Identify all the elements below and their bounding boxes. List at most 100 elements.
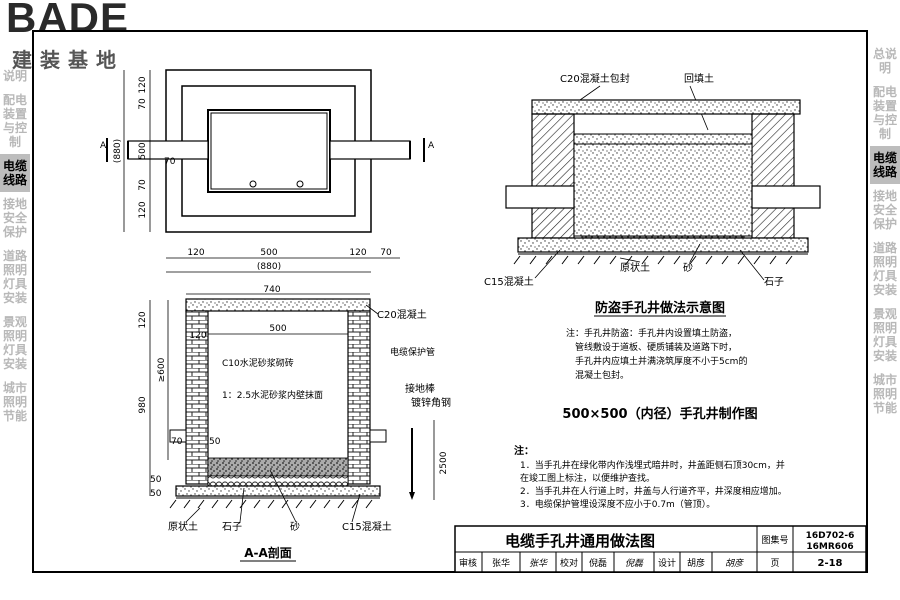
gravel-layer bbox=[207, 475, 349, 487]
dim-text: 980 bbox=[138, 396, 148, 413]
label-c20: C20混凝土 bbox=[377, 308, 427, 321]
atlas-label: 图集号 bbox=[761, 534, 788, 546]
drawing-sheet-border bbox=[32, 30, 868, 573]
dim-text: 120 bbox=[138, 201, 148, 218]
designer-name: 胡彦 bbox=[687, 557, 705, 569]
design-label: 设计 bbox=[658, 557, 676, 569]
plan-cover-inner bbox=[210, 112, 328, 190]
antitheft-pipe-left bbox=[505, 185, 575, 209]
label-sand: 砂 bbox=[290, 520, 300, 533]
reviewer-name: 张华 bbox=[492, 557, 510, 569]
dim-text: 120 bbox=[138, 76, 148, 93]
page-label: 页 bbox=[770, 558, 779, 569]
pipe-dim: 70 bbox=[164, 157, 176, 167]
label-backfill: 回填土 bbox=[684, 72, 714, 85]
label-cap: C20混凝土包封 bbox=[560, 72, 630, 85]
label-brick: C10水泥砂浆砌砖 bbox=[222, 357, 294, 369]
left-category-tabs: 说明配电装置与控制电缆线路接地安全保护道路照明灯具安装景观照明灯具安装城市照明节… bbox=[0, 64, 30, 428]
section-title: A-A剖面 bbox=[244, 545, 292, 560]
note-line: 2．当手孔井在人行道上时，井盖与人行道齐平，井深度相应增加。 bbox=[520, 485, 787, 497]
dim-text: ≥600 bbox=[157, 357, 167, 382]
note-line: 1．当手孔井在绿化带内作浅埋式暗井时，井盖距侧石顶30cm，并 bbox=[520, 459, 785, 471]
antitheft-wall-left bbox=[531, 113, 575, 239]
plan-cover bbox=[207, 109, 331, 193]
antitheft-fill bbox=[573, 143, 753, 237]
category-tab[interactable]: 道路照明灯具安装 bbox=[872, 241, 897, 297]
category-tab[interactable]: 配电装置与控制 bbox=[872, 85, 897, 141]
dim-text: 120 bbox=[187, 248, 204, 258]
label-antitheft-gravel: 石子 bbox=[764, 276, 784, 288]
check-label: 校对 bbox=[560, 557, 578, 569]
dim-total: (880) bbox=[113, 139, 123, 163]
category-tab[interactable]: 电缆线路 bbox=[0, 154, 30, 192]
dim-120: 120 bbox=[189, 331, 206, 341]
label-conduit: 电缆保护管 bbox=[390, 346, 435, 358]
category-tab[interactable]: 城市照明节能 bbox=[872, 373, 897, 415]
dim-total: (880) bbox=[257, 262, 281, 272]
label-antitheft-soil: 原状土 bbox=[620, 261, 650, 274]
notes-block: 注： 1．当手孔井在绿化带内作浅埋式暗井时，井盖距侧石顶30cm，并 在竣工图上… bbox=[514, 444, 787, 510]
section-mark-right: A bbox=[428, 141, 435, 151]
logo-subtitle: 建装基地 bbox=[12, 48, 124, 72]
sand-layer bbox=[207, 457, 349, 477]
category-tab[interactable]: 电缆线路 bbox=[870, 146, 900, 184]
dim-text: 70 bbox=[138, 98, 148, 110]
dim-2500: 2500 bbox=[439, 451, 449, 474]
notes-heading: 注： bbox=[514, 444, 534, 457]
antitheft-cap bbox=[531, 99, 801, 115]
dim-text: 120 bbox=[349, 248, 366, 258]
title-block: 电缆手孔井通用做法图 图集号 16D702-6 16MR606 审核 张华 张华… bbox=[454, 525, 867, 573]
logo-brand: BADE bbox=[6, 0, 130, 41]
category-tab[interactable]: 城市照明节能 bbox=[2, 381, 27, 423]
right-category-tabs: 总说明配电装置与控制电缆线路接地安全保护道路照明灯具安装景观照明灯具安装城市照明… bbox=[870, 42, 900, 420]
atlas-number-1: 16D702-6 bbox=[806, 531, 855, 541]
category-tab[interactable]: 景观照明灯具安装 bbox=[2, 315, 27, 371]
c20-slab bbox=[185, 298, 371, 312]
section-view: 740 500 120 120 ≥600 980 70 50 50 50 C20… bbox=[138, 285, 451, 562]
label-ground-rod2: 镀锌角钢 bbox=[411, 396, 451, 409]
dim-text: 500 bbox=[138, 142, 148, 159]
brand-logo: BADE 建装基地 bbox=[4, 0, 154, 74]
antitheft-note-line: 管线敷设于道板、硬质铺装及道路下时， bbox=[575, 341, 737, 353]
dim-70: 70 bbox=[171, 437, 183, 447]
cover-lift-hole bbox=[249, 180, 257, 188]
dim-text: 70 bbox=[380, 248, 392, 258]
conduit-left bbox=[169, 429, 187, 443]
category-tab[interactable]: 接地安全保护 bbox=[2, 197, 27, 239]
label-soil: 原状土 bbox=[168, 520, 198, 533]
dim-text: 70 bbox=[138, 179, 148, 191]
brick-wall-left bbox=[185, 310, 209, 485]
label-plaster: 1：2.5水泥砂浆内壁抹面 bbox=[222, 389, 323, 401]
antitheft-view: C20混凝土包封 回填土 C15混凝土 原状土 砂 石子 防盗手孔井做法示意图 … bbox=[484, 72, 821, 381]
section-mark-left: A bbox=[100, 141, 107, 151]
category-tab[interactable]: 说明 bbox=[2, 69, 27, 83]
category-tab[interactable]: 道路照明灯具安装 bbox=[2, 249, 27, 305]
antitheft-note: 注：手孔井防盗：手孔井内设置填土防盗， 管线敷设于道板、硬质铺装及道路下时， 手… bbox=[566, 327, 747, 381]
antitheft-base bbox=[517, 237, 809, 253]
dim-500: 500 bbox=[269, 324, 286, 334]
antitheft-title: 防盗手孔井做法示意图 bbox=[595, 300, 725, 316]
category-tab[interactable]: 景观照明灯具安装 bbox=[872, 307, 897, 363]
checker-signature: 倪磊 bbox=[625, 558, 644, 569]
reviewer-signature: 张华 bbox=[529, 558, 548, 569]
category-tab[interactable]: 总说明 bbox=[872, 47, 897, 75]
antitheft-wall-right bbox=[751, 113, 795, 239]
antitheft-note-line: 手孔井内应填土并满浇筑厚度不小于5cm的 bbox=[575, 355, 747, 367]
label-c15: C15混凝土 bbox=[342, 520, 392, 533]
label-antitheft-c15: C15混凝土 bbox=[484, 275, 534, 288]
antitheft-note-line: 注：手孔井防盗：手孔井内设置填土防盗， bbox=[566, 327, 737, 339]
antitheft-note-line: 混凝土包封。 bbox=[575, 369, 629, 381]
plan-view: A A 120 70 500 70 120 (880) 70 120 500 1… bbox=[100, 69, 435, 273]
category-tab[interactable]: 配电装置与控制 bbox=[2, 93, 27, 149]
dim-50-a: 50 bbox=[150, 475, 162, 485]
atlas-number-2: 16MR606 bbox=[806, 542, 853, 552]
c15-base bbox=[175, 485, 381, 497]
conduit-right bbox=[369, 429, 387, 443]
drawing-title: 500×500（内径）手孔井制作图 bbox=[562, 406, 757, 422]
title-block-title: 电缆手孔井通用做法图 bbox=[505, 532, 655, 550]
page-number: 2-18 bbox=[817, 558, 842, 569]
dim-50-b: 50 bbox=[150, 489, 162, 499]
dim-50: 50 bbox=[209, 437, 221, 447]
plan-vertical-dims: 120 70 500 70 120 (880) bbox=[113, 76, 148, 218]
category-tab[interactable]: 接地安全保护 bbox=[872, 189, 897, 231]
